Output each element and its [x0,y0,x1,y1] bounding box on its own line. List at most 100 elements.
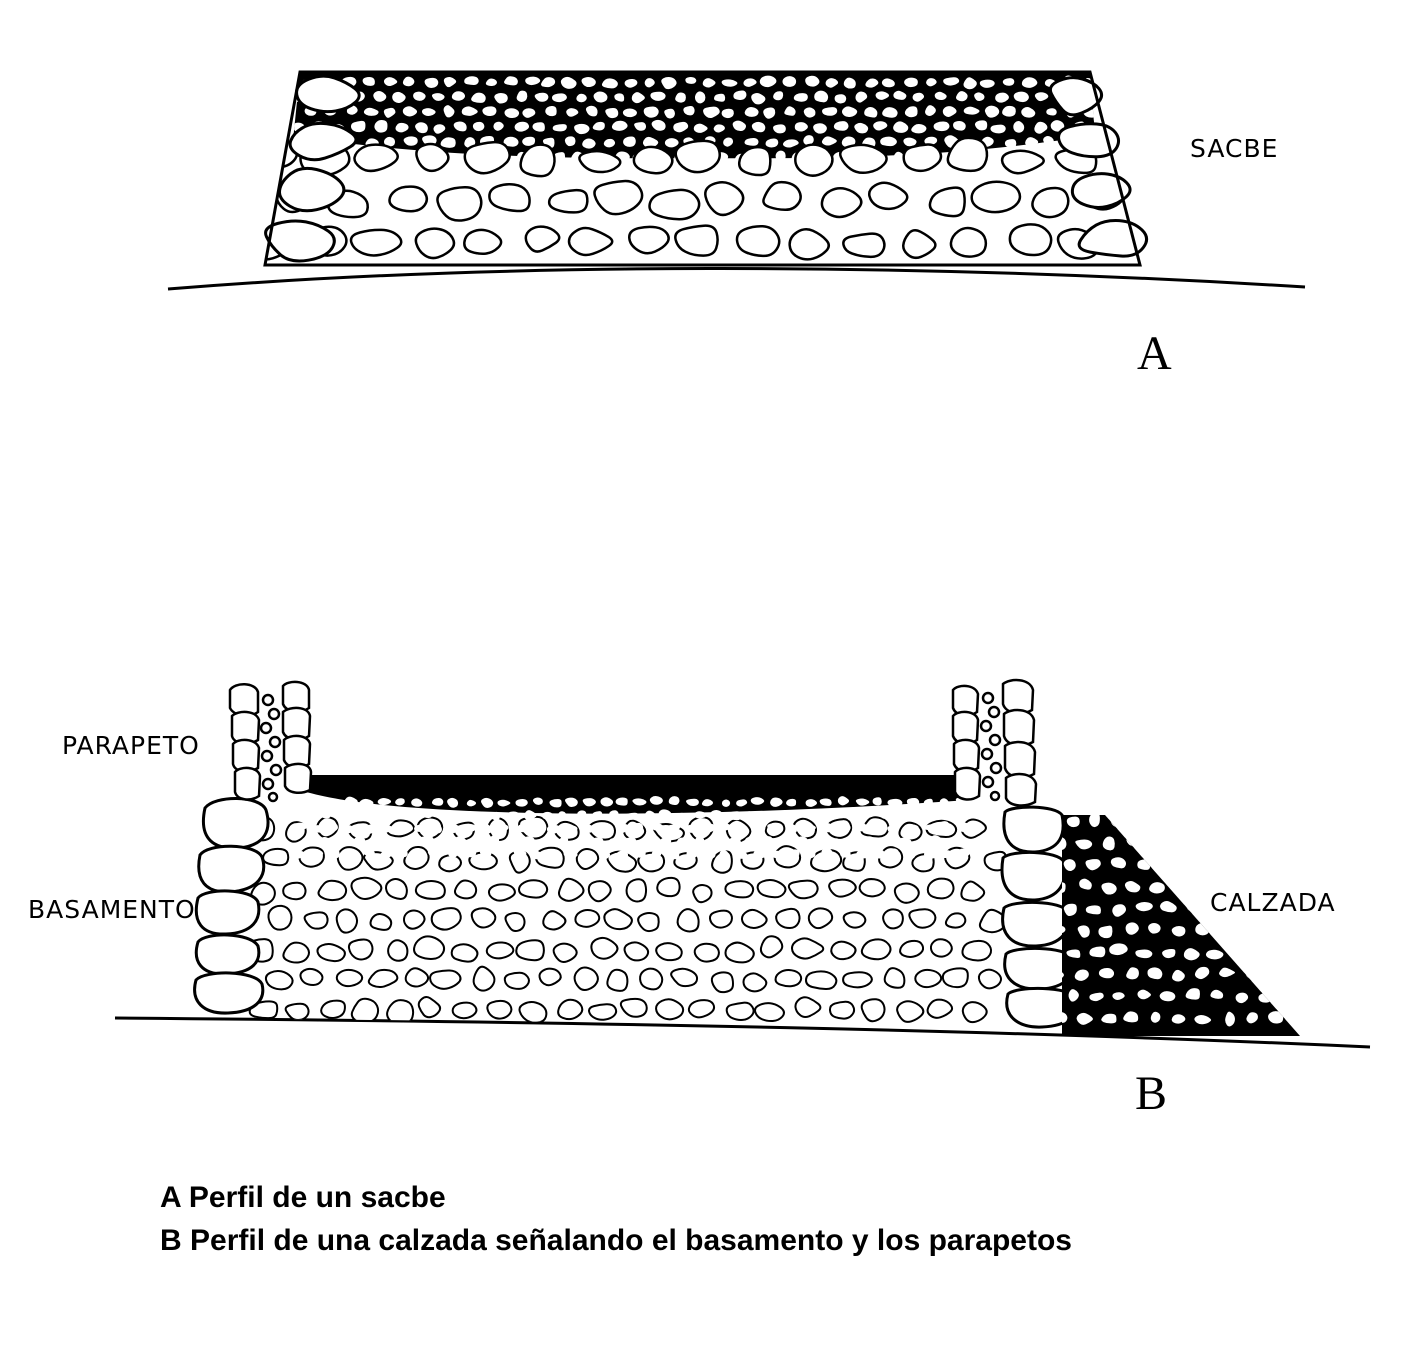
pebble [794,122,808,132]
facing-stone [1057,122,1121,159]
pebble [379,850,392,859]
pebble [702,78,716,88]
pebble [719,849,730,859]
pebble [395,798,405,806]
pebble [558,811,567,819]
pebble [603,138,616,148]
stone [1062,901,1079,919]
stone [1096,923,1115,941]
stone [1207,854,1229,872]
pebble [534,92,549,102]
pebble [585,105,598,117]
stone [926,877,955,900]
pebble [855,91,868,103]
stone [899,939,925,958]
stone [1107,941,1130,958]
stone [519,143,556,178]
pebble [782,139,799,148]
pebble [334,811,348,820]
stone [417,996,442,1019]
pebble [814,90,829,103]
pebble [592,811,603,819]
pebble [405,837,420,845]
pebble [319,836,330,845]
stone [320,999,346,1019]
pebble [385,809,398,819]
stone [970,180,1022,214]
pebble [415,122,428,134]
pebble [837,796,850,806]
stone [637,912,660,933]
stone [655,942,683,962]
pebble [872,797,882,806]
stone [774,969,803,988]
pebble [893,151,904,162]
stone [868,181,909,211]
pebble [471,812,484,821]
parapeto-right [951,678,1038,807]
pebble [844,811,858,821]
stone [316,942,346,963]
stone [1256,991,1274,1005]
pebble [990,124,1006,134]
stone [1123,920,1141,937]
stone [623,941,650,962]
pebble [984,105,1000,118]
pebble [1034,92,1049,102]
pebble [727,811,741,821]
pebble [642,136,659,148]
pebble [644,78,655,88]
stone [926,998,954,1019]
stone [1008,223,1053,257]
pebble [503,136,519,147]
stone [1148,1009,1163,1025]
pebble [673,121,689,133]
stone [860,938,892,961]
stone [402,909,426,930]
pebble [363,107,379,116]
stone [463,140,511,175]
pebble [856,822,867,832]
stone [1075,923,1092,940]
stone [1158,857,1178,872]
pebble [330,849,340,859]
stone [1124,965,1141,982]
pebble [464,76,479,85]
pebble [479,849,492,858]
stone [692,884,713,904]
stone [1280,989,1296,1003]
calzada-profile [114,678,1371,1049]
pebble [522,108,536,118]
pebble [582,138,596,149]
basamento-stones [246,815,1008,1026]
pebble [616,823,631,833]
pebble [523,810,537,821]
stone [960,880,986,902]
pebble [451,153,467,163]
pebble [634,122,647,131]
pebble [566,108,579,117]
pebble [431,93,445,101]
caption-b: B Perfil de una calzada señalando el bas… [160,1224,1072,1257]
pebble [440,837,450,846]
pebble [957,822,970,832]
pebble [821,848,833,858]
sacbe-outline [263,70,1142,267]
pebble [751,121,766,133]
pebble [805,824,816,833]
stone [1180,815,1201,829]
stone [648,188,701,221]
stone [436,186,483,222]
stone [557,877,585,902]
calzada-label: CALZADA [1210,888,1336,917]
pebble [887,798,903,807]
stone [791,937,825,960]
stone [385,878,408,900]
pebble [438,810,451,818]
pebble [782,76,797,87]
stone [788,228,830,261]
pebble [734,824,746,831]
stone [628,225,670,255]
stone [724,880,755,899]
pebble [710,810,723,820]
